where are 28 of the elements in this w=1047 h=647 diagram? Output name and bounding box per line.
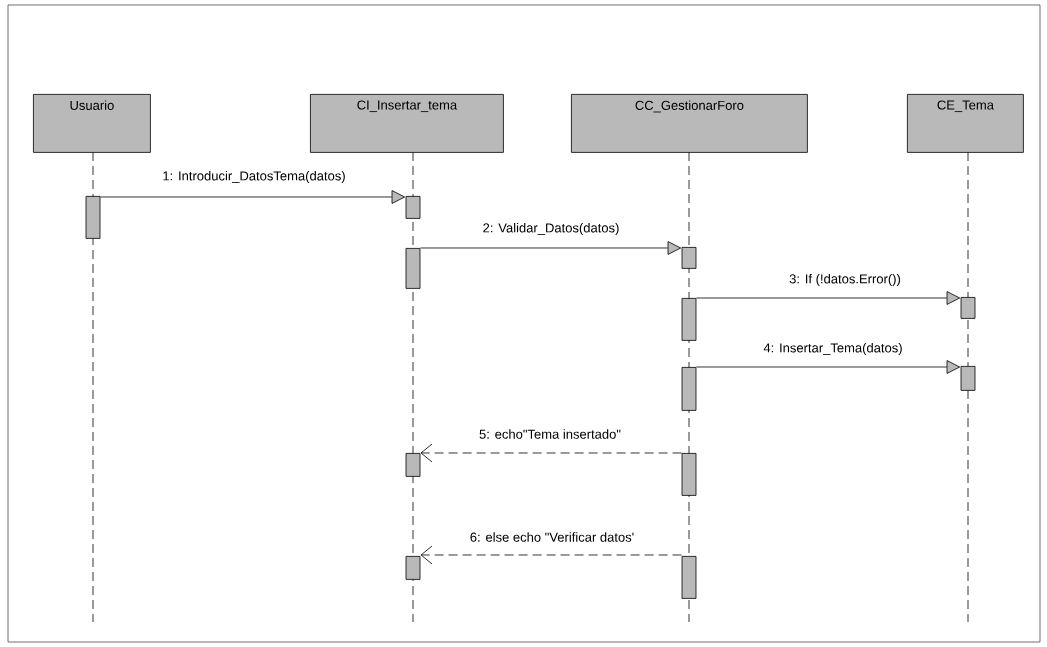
activation-bar [681,556,697,599]
message-arrow [420,241,682,255]
activation-bar [960,297,976,319]
message-label: 6: else echo "Verificar datos' [470,532,634,542]
activation-bar [681,453,697,496]
message-arrow [420,443,682,463]
activation-bar [681,367,697,411]
message-label: 3: If (!datos.Error()) [789,273,901,287]
lifeline-header-box: CE_Tema [907,94,1024,153]
activation-bar [405,196,421,219]
message-arrow [696,291,961,305]
lifeline-header-box: CC_GestionarForo [571,94,808,153]
lifeline-header-box: CI_Insertar_tema [310,94,504,153]
message-label: 4: Insertar_Tema(datos) [763,342,902,356]
activation-bar [681,247,697,269]
activation-bar [960,366,976,391]
message-arrow [100,190,406,204]
message-label: 1: Introducir_DatosTema(datos) [163,170,345,184]
message-label: 2: Validar_Datos(datos) [483,222,619,236]
activation-bar [405,248,421,289]
activation-bar [405,453,421,477]
message-arrow [696,360,961,374]
activation-bar [681,298,697,341]
message-arrow [420,545,682,565]
lifeline-header-box: Usuario [33,94,151,153]
activation-bar [85,196,101,239]
message-label: 5: echo"Tema insertado" [479,429,621,439]
activation-bar [405,556,421,580]
